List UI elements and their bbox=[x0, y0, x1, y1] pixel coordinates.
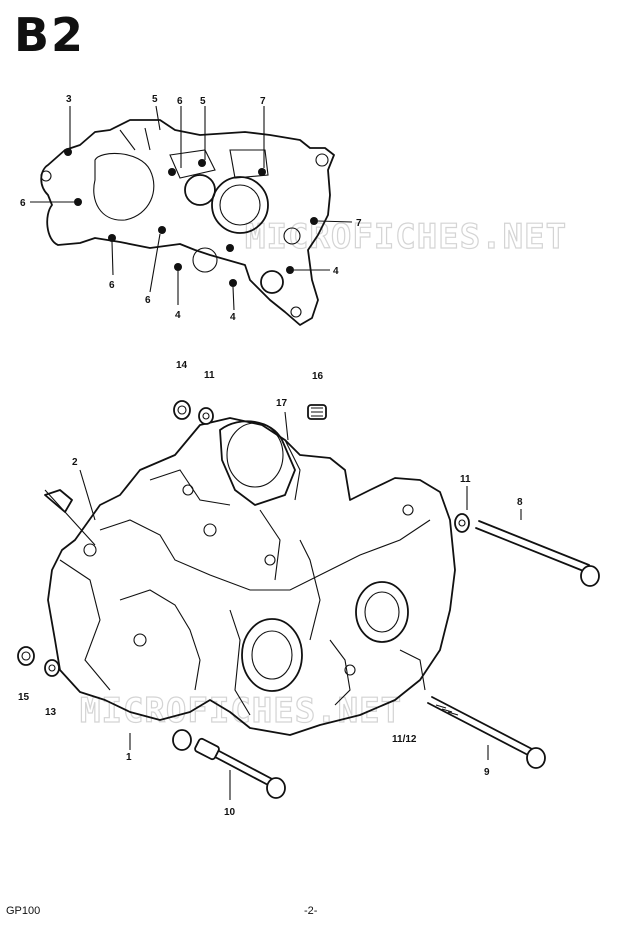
part-13-washer bbox=[44, 659, 60, 677]
part-16-plug bbox=[307, 404, 327, 420]
page-title: B2 bbox=[14, 8, 86, 62]
callout-7a: 7 bbox=[260, 96, 266, 107]
part-1-dowel bbox=[172, 729, 192, 751]
callout-5a: 5 bbox=[152, 94, 158, 105]
callout-4a: 4 bbox=[333, 266, 339, 277]
part-10-bolt bbox=[194, 737, 286, 799]
crankcase-assembly-main-view bbox=[44, 417, 456, 736]
callout-1: 1 bbox=[126, 752, 132, 763]
callout-6a: 6 bbox=[177, 96, 183, 107]
part-8-stud-bolt bbox=[475, 520, 600, 587]
callout-7b: 7 bbox=[356, 218, 362, 229]
crankcase-half-top-view bbox=[30, 105, 353, 326]
callout-4b: 4 bbox=[175, 310, 181, 321]
model-label: GP100 bbox=[6, 905, 41, 917]
callout-13: 13 bbox=[45, 707, 57, 718]
part-9-bolt bbox=[427, 696, 546, 769]
callout-4c: 4 bbox=[230, 312, 236, 323]
callout-2: 2 bbox=[72, 457, 78, 468]
callout-17: 17 bbox=[276, 398, 288, 409]
callout-6c: 6 bbox=[109, 280, 115, 291]
callout-11b: 11 bbox=[460, 474, 471, 485]
part-15-dowel bbox=[17, 646, 35, 666]
callout-6b: 6 bbox=[20, 198, 26, 209]
callout-11a: 11 bbox=[204, 370, 215, 381]
part-11-washer-right bbox=[454, 513, 470, 533]
callout-10: 10 bbox=[224, 807, 236, 818]
callout-6d: 6 bbox=[145, 295, 151, 306]
callout-11-12: 11/12 bbox=[392, 734, 417, 745]
watermark-top: MICROFICHES.NET bbox=[245, 217, 567, 257]
callout-9: 9 bbox=[484, 767, 490, 778]
callout-15: 15 bbox=[18, 692, 30, 703]
callout-16: 16 bbox=[312, 371, 324, 382]
page-number: -2- bbox=[304, 905, 318, 917]
callout-8: 8 bbox=[517, 497, 523, 508]
watermark-bottom: MICROFICHES.NET bbox=[80, 691, 402, 731]
part-11-washer-top bbox=[198, 407, 214, 425]
callout-14: 14 bbox=[176, 360, 188, 371]
callout-3: 3 bbox=[66, 94, 72, 105]
callout-5b: 5 bbox=[200, 96, 206, 107]
part-14-dowel bbox=[173, 400, 191, 420]
